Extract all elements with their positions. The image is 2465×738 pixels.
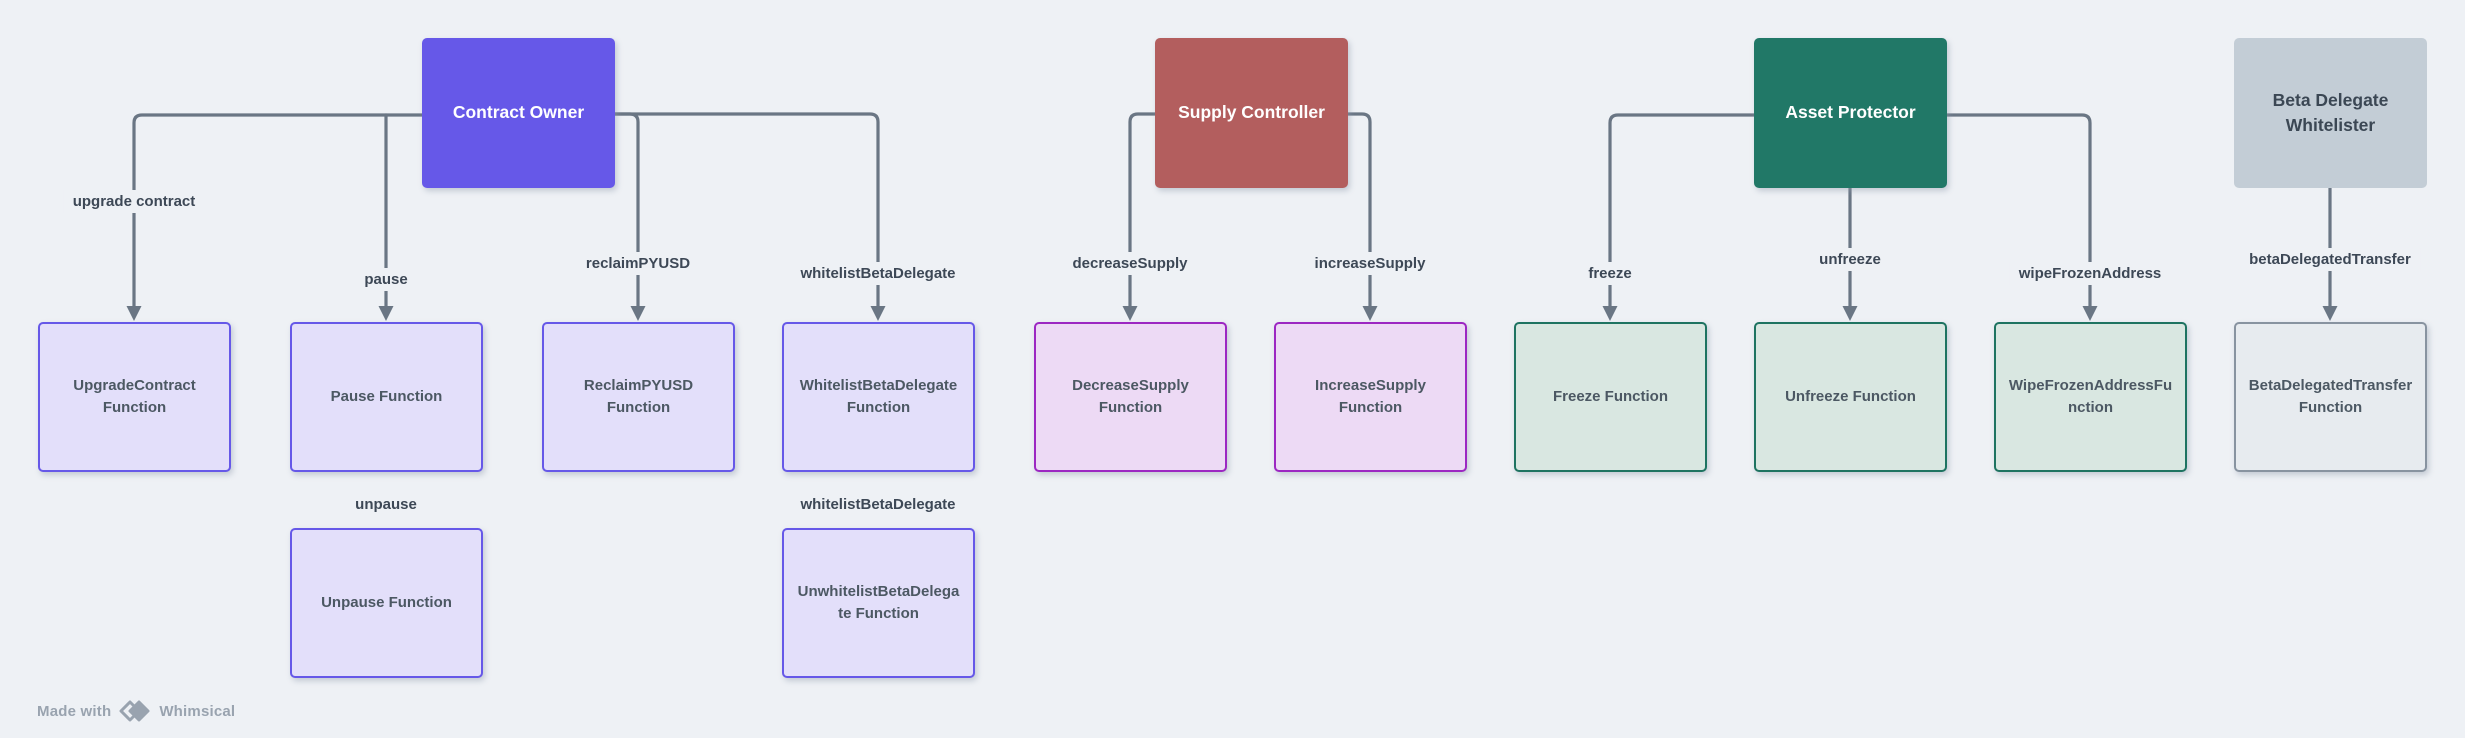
node-label: Pause Function bbox=[330, 388, 443, 406]
node-upgradecontract-function[interactable]: UpgradeContract Function bbox=[38, 322, 231, 472]
node-unwhitelistbetadelegate-function[interactable]: UnwhitelistBetaDelegate Function bbox=[782, 528, 975, 678]
edge-label-pause[interactable]: pause bbox=[355, 268, 417, 291]
edge-decrease-supply bbox=[1128, 112, 1157, 309]
watermark-made-with-text: Made with bbox=[37, 703, 112, 720]
node-betadelegatedtransfer-function[interactable]: BetaDelegatedTransfer Function bbox=[2234, 322, 2427, 472]
node-contract-owner[interactable]: Contract Owner bbox=[422, 38, 615, 188]
edge-freeze bbox=[1608, 113, 1756, 309]
edge-reclaim-pyusd bbox=[612, 112, 640, 309]
node-unfreeze-function[interactable]: Unfreeze Function bbox=[1754, 322, 1947, 472]
node-unpause-function[interactable]: Unpause Function bbox=[290, 528, 483, 678]
node-label: IncreaseSupply Function bbox=[1315, 377, 1426, 416]
node-label: Contract Owner bbox=[452, 102, 585, 123]
edge-label-unwhitelistbetadelegate[interactable]: whitelistBetaDelegate bbox=[791, 493, 965, 516]
edge-label-reclaimpyusd[interactable]: reclaimPYUSD bbox=[576, 252, 700, 275]
node-label: UpgradeContract Function bbox=[73, 377, 196, 416]
node-increasesupply-function[interactable]: IncreaseSupply Function bbox=[1274, 322, 1467, 472]
edge-upgrade-contract bbox=[132, 113, 424, 309]
edge-label-increasesupply[interactable]: increaseSupply bbox=[1305, 252, 1435, 275]
node-wipefrozenaddress-function[interactable]: WipeFrozenAddressFunction bbox=[1994, 322, 2187, 472]
node-asset-protector[interactable]: Asset Protector bbox=[1754, 38, 1947, 188]
node-label: Unfreeze Function bbox=[1785, 388, 1916, 406]
edge-increase-supply bbox=[1346, 112, 1372, 309]
node-beta-delegate-whitelister[interactable]: Beta Delegate Whitelister bbox=[2234, 38, 2427, 188]
whimsical-watermark[interactable]: Made with Whimsical bbox=[37, 698, 235, 725]
node-label: DecreaseSupply Function bbox=[1072, 377, 1189, 416]
edge-label-upgrade-contract[interactable]: upgrade contract bbox=[63, 190, 205, 213]
edge-whitelist-beta-delegate bbox=[612, 112, 880, 309]
node-label: Freeze Function bbox=[1552, 388, 1668, 406]
node-label: UnwhitelistBetaDelegate Function bbox=[797, 583, 960, 622]
arrowheads bbox=[126, 306, 2338, 321]
node-label: Asset Protector bbox=[1785, 102, 1916, 123]
node-label: Supply Controller bbox=[1178, 102, 1325, 123]
watermark-brand-text: Whimsical bbox=[159, 703, 236, 720]
edge-label-whitelistbetadelegate[interactable]: whitelistBetaDelegate bbox=[791, 262, 965, 285]
node-pause-function[interactable]: Pause Function bbox=[290, 322, 483, 472]
edge-label-betadelegatedtransfer[interactable]: betaDelegatedTransfer bbox=[2240, 248, 2420, 271]
node-label: Beta Delegate Whitelister bbox=[2272, 89, 2389, 135]
node-decreasesupply-function[interactable]: DecreaseSupply Function bbox=[1034, 322, 1227, 472]
edge-wipe-frozen-address bbox=[1945, 113, 2092, 309]
whimsical-logo-icon bbox=[118, 698, 152, 725]
edge-label-unpause[interactable]: unpause bbox=[346, 493, 426, 516]
node-label: ReclaimPYUSD Function bbox=[583, 377, 694, 416]
node-label: Unpause Function bbox=[321, 594, 452, 612]
edge-label-freeze[interactable]: freeze bbox=[1579, 262, 1641, 285]
edge-label-decreasesupply[interactable]: decreaseSupply bbox=[1063, 252, 1197, 275]
edge-label-unfreeze[interactable]: unfreeze bbox=[1810, 248, 1890, 271]
node-label: WipeFrozenAddressFunction bbox=[2008, 377, 2173, 416]
edge-label-wipefrozenaddress[interactable]: wipeFrozenAddress bbox=[2009, 262, 2171, 285]
node-supply-controller[interactable]: Supply Controller bbox=[1155, 38, 1348, 188]
node-label: WhitelistBetaDelegate Function bbox=[799, 377, 958, 416]
node-freeze-function[interactable]: Freeze Function bbox=[1514, 322, 1707, 472]
node-label: BetaDelegatedTransfer Function bbox=[2248, 377, 2413, 416]
node-whitelistbetadelegate-function[interactable]: WhitelistBetaDelegate Function bbox=[782, 322, 975, 472]
node-reclaimpyusd-function[interactable]: ReclaimPYUSD Function bbox=[542, 322, 735, 472]
